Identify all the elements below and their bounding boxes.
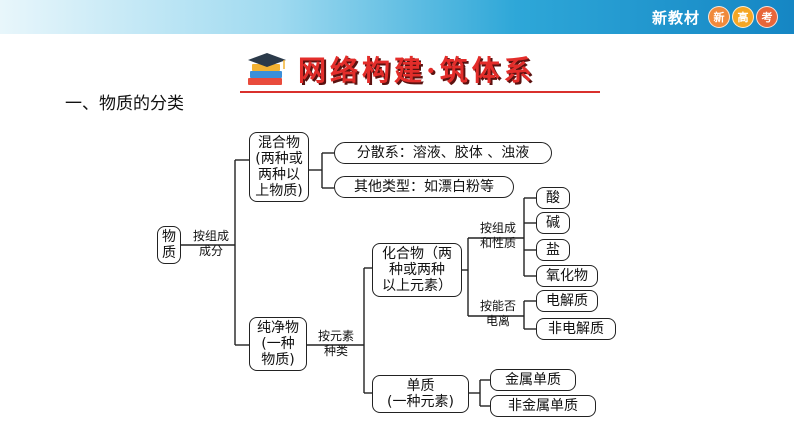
node-base: 碱 [536, 212, 570, 234]
node-salt: 盐 [536, 239, 570, 261]
top-banner: 新教材 新 高 考 [0, 0, 794, 34]
node-other-types: 其他类型：如漂白粉等 [334, 176, 514, 198]
label-by-ionization: 按能否 电离 [479, 299, 516, 328]
brand-circle-2: 高 [732, 6, 754, 28]
title-underline [240, 91, 600, 93]
node-dispersion-system: 分散系：溶液、胶体 、浊液 [334, 142, 552, 164]
brand-text: 新教材 [651, 8, 700, 27]
node-pure-substance: 纯净物 (一种 物质) [249, 317, 307, 371]
node-nonmetal-element: 非金属单质 [490, 395, 596, 417]
node-acid: 酸 [536, 187, 570, 209]
node-non-electrolyte: 非电解质 [536, 318, 616, 340]
brand-circle-1: 新 [708, 6, 730, 28]
brand-logo: 新教材 新 高 考 [652, 5, 778, 29]
node-substance: 物 质 [157, 226, 181, 264]
node-electrolyte: 电解质 [536, 290, 598, 312]
label-by-element-type: 按元素 种类 [317, 329, 354, 358]
node-metal-element: 金属单质 [490, 369, 576, 391]
books-graduation-cap-icon [248, 53, 286, 85]
node-compound: 化合物（两 种或两种 以上元素） [372, 243, 462, 297]
label-by-composition-property: 按组成 和性质 [479, 221, 516, 250]
section-heading: 一、物质的分类 [65, 94, 184, 114]
node-oxide: 氧化物 [536, 265, 598, 287]
page-title: 网络构建·筑体系 [298, 54, 536, 87]
label-by-composition: 按组成 成分 [192, 229, 229, 258]
brand-circle-3: 考 [756, 6, 778, 28]
node-mixture: 混合物 (两种或 两种以 上物质) [249, 132, 309, 202]
node-element: 单质 (一种元素) [372, 375, 469, 413]
